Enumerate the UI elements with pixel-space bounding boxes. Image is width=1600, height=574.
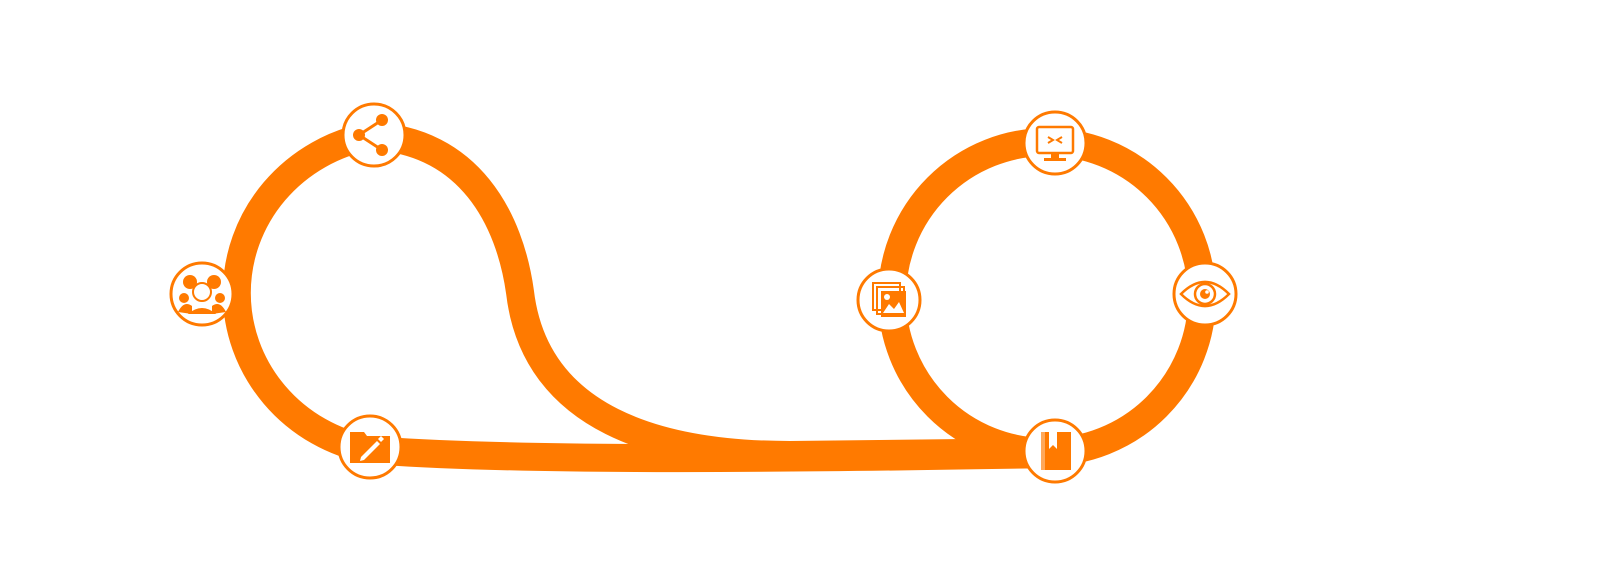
bookmark-book-icon: [1041, 432, 1071, 470]
node-edit[interactable]: [337, 414, 403, 480]
left-circle-arc: [222, 122, 384, 464]
node-view[interactable]: [1172, 261, 1238, 327]
bottom-line-path: [356, 436, 1069, 473]
eye-icon: [1179, 280, 1231, 308]
node-code[interactable]: [1022, 110, 1088, 176]
node-team[interactable]: [169, 261, 235, 327]
node-share[interactable]: [341, 102, 407, 168]
connector-paths: [222, 122, 1216, 473]
right-circle: [878, 128, 1216, 466]
gallery-icon: [872, 282, 906, 317]
code-monitor-icon: [1035, 125, 1075, 161]
team-icon: [178, 275, 226, 314]
share-icon: [353, 114, 388, 156]
edit-folder-icon: [350, 432, 390, 463]
node-book[interactable]: [1022, 418, 1088, 484]
node-gallery[interactable]: [856, 267, 922, 333]
